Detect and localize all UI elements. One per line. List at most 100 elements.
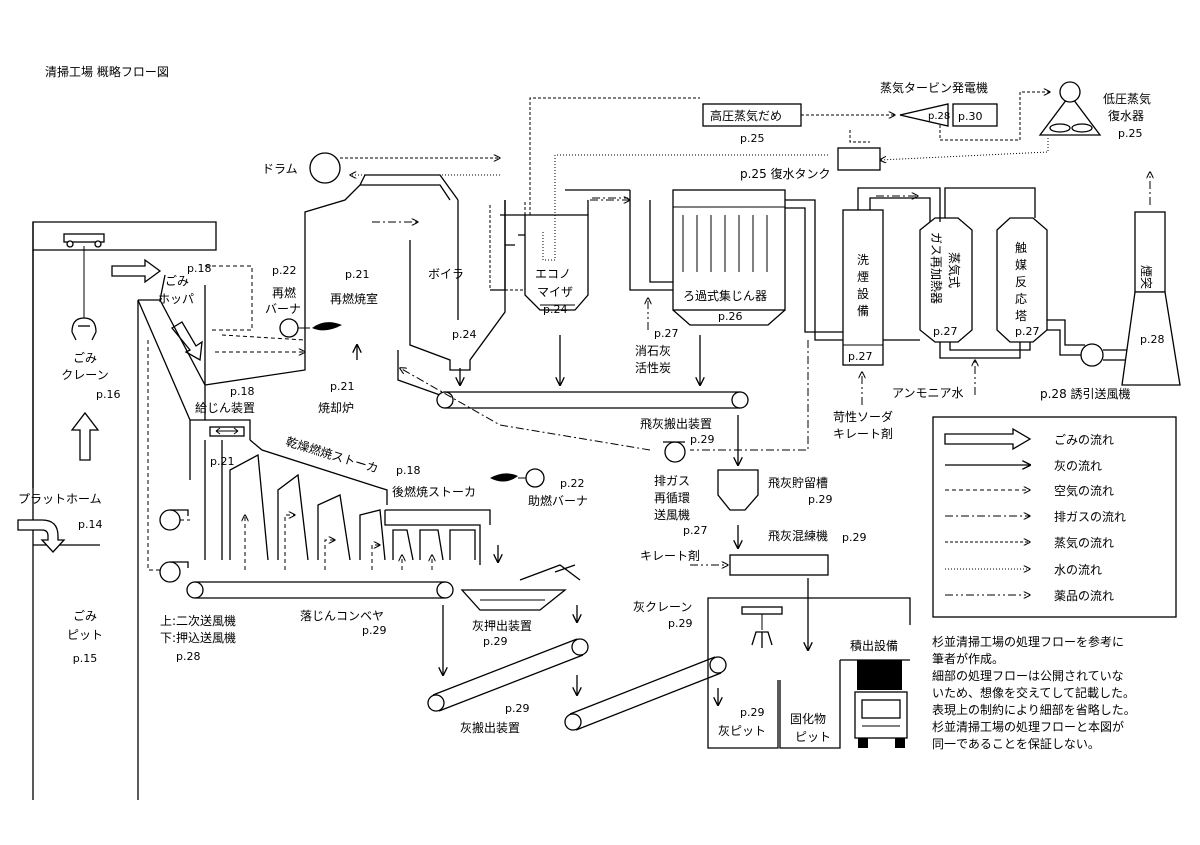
egr-fan-label: 排ガス (654, 474, 690, 488)
scrubber-page: p.27 (848, 350, 872, 363)
platform-page: p.14 (78, 518, 102, 531)
economizer-label-2: マイザ (537, 285, 573, 299)
catalyst-tower (996, 217, 1085, 356)
bag-filter-page: p.26 (718, 310, 742, 323)
fly-ash-mixer-page: p.29 (842, 531, 866, 544)
catalyst-label-5: 塔 (1015, 309, 1027, 323)
air-flow-lines (147, 265, 432, 571)
idf-label: p.28 誘引送風機 (1040, 386, 1131, 401)
fly-ash-silo-page: p.29 (808, 493, 832, 506)
note-line-4: いため、想像を交えてして記載した。 (932, 685, 1135, 700)
economizer-label: エコノ (535, 267, 571, 281)
egr-fan-page: p.27 (683, 524, 707, 537)
catalyst-page: p.27 (1015, 325, 1039, 338)
fans-label-2: 下:押込送風機 (160, 630, 236, 645)
refuse-flow-up-arrow (70, 411, 100, 461)
drop-conveyor (186, 581, 454, 599)
catalyst-label: 触 (1015, 241, 1027, 255)
ammonia-label: アンモニア水 (892, 386, 964, 400)
drop-conveyor-label: 落じんコンベヤ (300, 609, 384, 623)
loading-label: 積出設備 (850, 638, 898, 653)
hp-steam-page: p.25 (740, 132, 764, 145)
ash-crane-icon (741, 606, 783, 648)
note-line-7: 同一であることを保証しない。 (932, 737, 1100, 751)
drum-label: ドラム (262, 162, 298, 176)
stack (1121, 211, 1181, 386)
furnace-body (190, 174, 506, 505)
legend-refuse-swatch (944, 427, 1032, 451)
egr-fan-icon (663, 441, 686, 463)
reheater (919, 187, 1036, 359)
platform-curve-arrow (17, 519, 66, 553)
hp-steam-label: 高圧蒸気だめ (710, 108, 782, 123)
gomi-crane-label-2: クレーン (61, 368, 108, 382)
legend-swatches (944, 427, 1032, 595)
feeder-label: 給じん装置 (195, 401, 255, 415)
scrubber-label: 洗 (857, 253, 869, 267)
gomi-crane-page: p.16 (96, 388, 120, 401)
dry-stoker-label: 乾燥燃焼ストーカ (284, 434, 380, 476)
fly-ash-silo (717, 469, 759, 511)
secondary-fan-icon (159, 509, 189, 531)
fly-ash-conv-page: p.29 (690, 433, 714, 446)
dry-stoker (204, 440, 386, 561)
feeder-page: p.18 (230, 385, 254, 398)
bag-filter (629, 189, 843, 341)
post-stoker-label: 後燃焼ストーカ (392, 484, 476, 499)
truck-icon (854, 660, 908, 748)
catalyst-label-2: 媒 (1015, 258, 1027, 272)
refuse-crane-icon (63, 233, 105, 341)
diagram-title: 清掃工場 概略フロー図 (45, 64, 169, 79)
lp-condenser-label: 低圧蒸気 (1103, 91, 1151, 106)
condensate-tank (837, 147, 881, 171)
ash-crane-page: p.29 (668, 617, 692, 630)
ash-pusher-label: 灰押出装置 (472, 619, 532, 633)
catalyst-label-3: 反 (1015, 275, 1027, 289)
aux-burner-label: 助燃バーナ (528, 493, 588, 508)
legend-label-air: 空気の流れ (1054, 483, 1114, 498)
reheater-label-2: 蒸気式 (947, 252, 962, 288)
legend-label-steam: 蒸気の流れ (1054, 535, 1114, 550)
refuse-flow-right-arrow (111, 258, 162, 284)
turbine-icon (899, 103, 998, 127)
gomi-pit-label: ごみ (73, 608, 97, 623)
legend-label-chem: 薬品の流れ (1054, 589, 1114, 603)
ash-pit-label: 灰ピット (718, 724, 766, 738)
incinerator-label: 焼却炉 (318, 401, 354, 415)
post-stoker-page: p.18 (396, 464, 420, 477)
turbine-label: 蒸気タービン発電機 (880, 80, 988, 95)
reburn-chamber-page: p.21 (345, 268, 369, 281)
reburner-label: 再燃 (272, 285, 296, 300)
reheater-page: p.27 (933, 325, 957, 338)
platform-label: プラットホーム (18, 492, 102, 506)
boiler-label: ボイラ (428, 267, 464, 281)
ash-pit-page: p.29 (740, 706, 764, 719)
catalyst-label-4: 応 (1015, 292, 1027, 306)
reheater-label: ガス再加熱器 (929, 232, 943, 304)
fans-label: 上:二次送風機 (160, 613, 236, 628)
fly-ash-mixer-label: 飛灰混練機 (768, 528, 828, 543)
ash-conv-page: p.29 (505, 702, 529, 715)
aux-burner-icon (490, 468, 545, 488)
solid-pit-label: 固化物 (790, 712, 826, 726)
fly-ash-silo-label: 飛灰貯留槽 (768, 476, 828, 490)
legend-label-gas: 排ガスの流れ (1054, 510, 1126, 524)
note-line-5: 表現上の制約により細部を省略した。 (932, 702, 1136, 717)
legend-label-ash: 灰の流れ (1054, 459, 1102, 473)
drum-icon (309, 152, 341, 184)
post-stoker (384, 509, 491, 565)
economizer-page: p.24 (543, 303, 567, 316)
ash-conv-label: 灰搬出装置 (460, 720, 520, 735)
reburn-chamber-label: 再燃焼室 (330, 291, 378, 306)
fly-ash-conv-label: 飛灰搬出装置 (640, 416, 712, 431)
lime-label: 消石灰 (635, 344, 671, 358)
lime-label-2: 活性炭 (635, 361, 671, 375)
egr-fan-label-2: 再循環 (654, 491, 690, 505)
turbine-page2: p.30 (958, 110, 982, 123)
note-line-1: 杉並清掃工場の処理フローを参考に (932, 634, 1124, 649)
gomi-crane-label: ごみ (73, 350, 97, 365)
boiler-page: p.24 (452, 328, 476, 341)
hopper-label-2: ホッパ (158, 292, 194, 306)
lp-condenser-icon (1038, 81, 1102, 136)
